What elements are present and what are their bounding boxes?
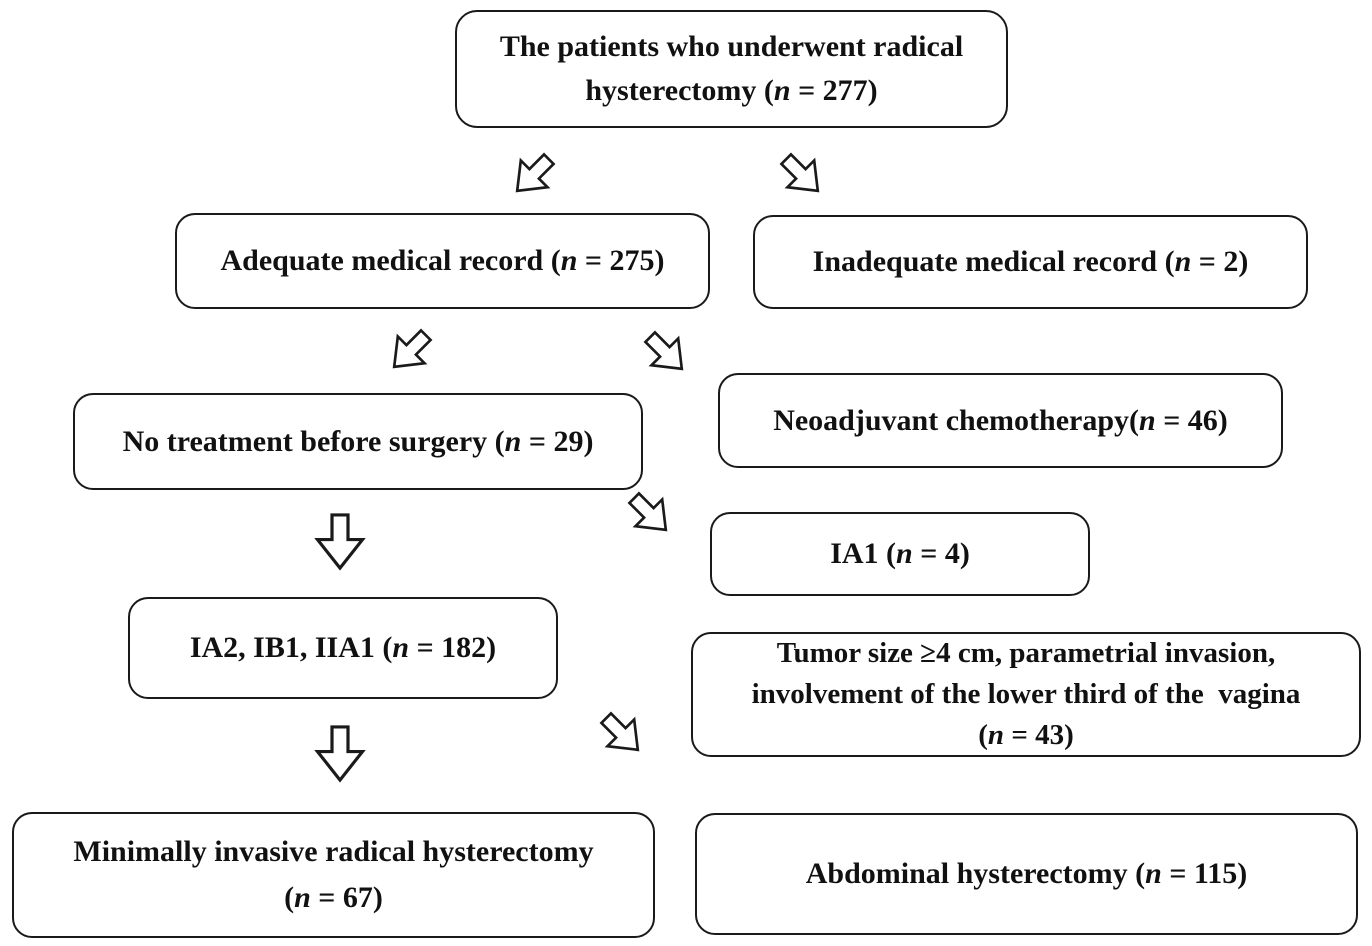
box-text-line: (n = 67) <box>284 881 383 914</box>
n-variable: n <box>987 719 1005 751</box>
arrow-total-to-adequate <box>515 152 556 193</box>
box-neoadjuvant-chemotherapy: Neoadjuvant chemotherapy(n = 46) <box>718 373 1283 468</box>
arrow-no-treatment-to-ia1 <box>627 491 668 532</box>
box-minimally-invasive-rh: Minimally invasive radical hysterectomy … <box>12 812 655 938</box>
box-patients-total: The patients who underwent radical hyste… <box>455 10 1008 128</box>
box-tumor-criteria: Tumor size ≥4 cm, parametrial invasion, … <box>691 632 1361 757</box>
n-variable: n <box>896 537 913 570</box>
box-text-line: Abdominal hysterectomy (n = 115) <box>805 857 1248 890</box>
n-variable: n <box>1145 857 1162 890</box>
n-variable: n <box>294 881 311 914</box>
box-text-line: Inadequate medical record (n = 2) <box>812 245 1249 278</box>
n-variable: n <box>1139 403 1156 437</box>
box-abdominal-hysterectomy: Abdominal hysterectomy (n = 115) <box>695 813 1358 935</box>
n-variable: n <box>773 74 791 107</box>
box-text-line: No treatment before surgery (n = 29) <box>122 424 594 458</box>
box-text-line: Minimally invasive radical hysterectomy <box>73 835 594 868</box>
box-stage-ia2-ib1-iia1: IA2, IB1, IIA1 (n = 182) <box>128 597 558 699</box>
n-variable: n <box>560 244 578 277</box>
arrow-stages-to-tumor-criteria <box>599 711 640 752</box>
box-text-line: The patients who underwent radical <box>499 30 964 63</box>
arrow-no-treatment-to-stages <box>314 513 366 571</box>
n-variable: n <box>392 631 410 664</box>
box-text-line: hysterectomy (n = 277) <box>585 74 878 107</box>
box-text-line: IA1 (n = 4) <box>830 537 970 570</box>
arrow-total-to-inadequate <box>779 152 820 193</box>
box-text-line: Neoadjuvant chemotherapy(n = 46) <box>773 403 1228 437</box>
box-no-treatment-before-surgery: No treatment before surgery (n = 29) <box>73 393 643 490</box>
box-adequate-record: Adequate medical record (n = 275) <box>175 213 710 309</box>
box-text-line: IA2, IB1, IIA1 (n = 182) <box>189 631 497 664</box>
box-text-line: Tumor size ≥4 cm, parametrial invasion, <box>776 637 1276 669</box>
arrow-adequate-to-neoadjuvant <box>643 330 684 371</box>
n-variable: n <box>1174 245 1192 278</box>
arrow-adequate-to-no-treatment <box>392 328 433 369</box>
n-variable: n <box>504 424 522 458</box>
arrow-stages-to-mirh <box>314 725 366 783</box>
box-text-line: Adequate medical record (n = 275) <box>220 244 665 277</box>
box-inadequate-record: Inadequate medical record (n = 2) <box>753 215 1308 309</box>
box-text-line: (n = 43) <box>978 719 1074 751</box>
box-text-line: involvement of the lower third of the va… <box>751 678 1301 710</box>
box-stage-ia1: IA1 (n = 4) <box>710 512 1090 596</box>
